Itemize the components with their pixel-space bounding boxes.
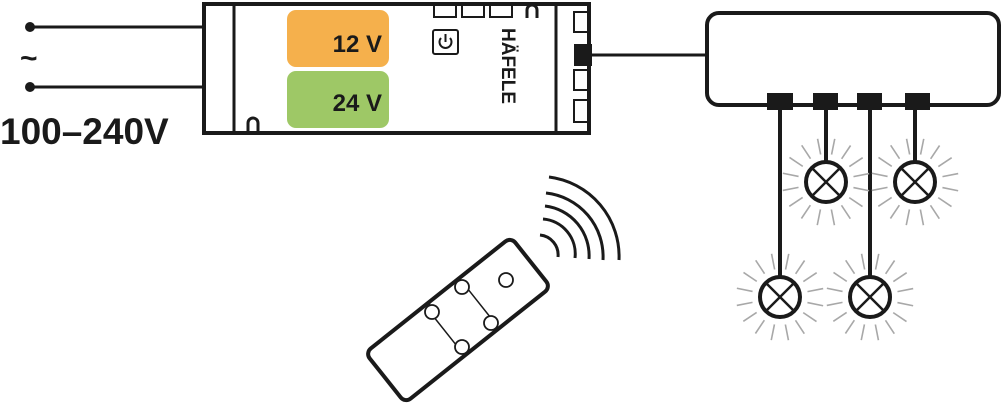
light-ray [860,253,866,270]
light-ray [892,272,908,283]
light-ray [845,259,856,275]
light-ray [830,138,836,155]
light-ray [782,172,799,178]
light-ray [784,253,790,270]
light-ray [840,204,851,220]
light-ray [816,209,822,226]
output-connector [574,44,592,66]
light-ray [905,138,911,155]
light-ray [801,144,812,160]
remote-button[interactable] [498,272,514,288]
light-ray [754,319,766,334]
voltage-label: 100–240V [0,111,169,152]
remote-button[interactable] [483,315,499,331]
lamp-icon [782,138,870,226]
light-ray [871,172,888,178]
light-ray [853,172,870,178]
light-ray [784,324,790,341]
terminal-dot [25,22,35,32]
light-ray [782,186,799,192]
light-ray [929,145,941,160]
power-icon [432,29,459,55]
12v-option [287,10,389,67]
light-ray [919,138,925,155]
light-ray [937,196,952,208]
light-ray [848,196,863,208]
light-ray [789,156,804,168]
light-ray [874,253,880,270]
light-ray [736,301,753,307]
lamp-icon [826,253,914,341]
light-ray [905,209,911,226]
light-ray [897,287,914,293]
light-ray [874,324,880,341]
light-ray [937,157,953,168]
terminal-dot [25,82,35,92]
ac-symbol: ~ [20,42,38,75]
light-ray [884,260,896,275]
led-driver: 12 V 24 V HÄFELE [202,2,592,135]
light-ray [942,172,959,178]
remote-button[interactable] [424,304,440,320]
wireless-signal-icon [539,175,621,261]
light-ray [802,311,817,323]
light-ray [794,260,806,275]
light-ray [742,311,758,322]
12v-label: 12 V [333,31,382,58]
24v-option [287,71,389,128]
light-ray [830,209,836,226]
light-ray [853,186,870,192]
remote-button[interactable] [454,279,470,295]
light-ray [890,144,901,160]
light-ray [770,324,776,341]
light-ray [892,311,907,323]
distributor-ports [767,93,930,110]
light-ray [840,145,852,160]
light-ray [816,138,822,155]
light-ray [929,204,940,220]
lamp-icon [736,253,824,341]
light-ray [833,271,848,283]
light-ray [807,287,824,293]
remote-control[interactable] [365,237,550,403]
light-ray [871,186,888,192]
light-ray [794,319,805,335]
remote-button[interactable] [454,339,470,355]
light-ray [800,204,812,219]
light-ray [802,272,818,283]
light-ray [884,319,895,335]
distributor-box [705,11,1001,107]
light-ray [826,287,843,293]
light-ray [942,186,959,192]
light-ray [877,196,893,207]
light-ray [897,301,914,307]
light-ray [860,324,866,341]
light-ray [889,204,901,219]
light-ray [755,259,766,275]
lamp-icon [871,138,959,226]
light-ray [844,319,856,334]
light-ray [878,156,893,168]
light-ray [826,301,843,307]
light-ray [788,196,804,207]
light-ray [736,287,753,293]
light-ray [848,157,864,168]
light-ray [770,253,776,270]
24v-label: 24 V [333,90,382,117]
light-ray [919,209,925,226]
light-ray [832,311,848,322]
light-ray [743,271,758,283]
brand-logo: HÄFELE [497,28,518,104]
light-ray [807,301,824,307]
